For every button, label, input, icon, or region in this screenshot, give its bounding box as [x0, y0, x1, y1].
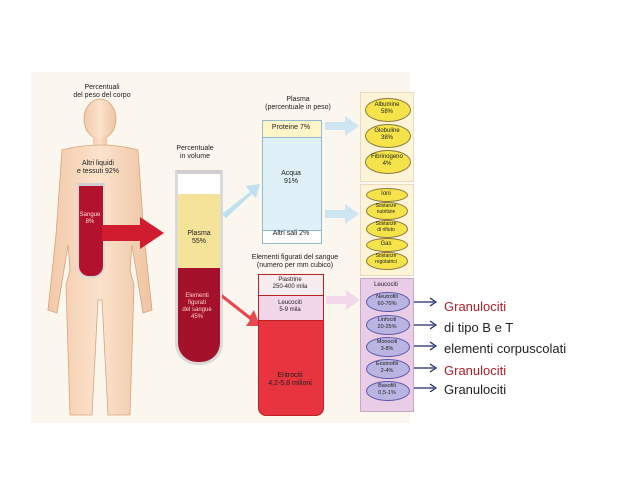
proteins-band [263, 121, 321, 138]
solutes-arrow-icon [325, 204, 359, 224]
proteins-label: Proteine 7% [271, 124, 311, 131]
leukocytes-band [259, 296, 323, 321]
annotation-arrow-icon-5 [414, 383, 438, 392]
platelets-label: Piastrine 250-400 mila [272, 277, 308, 290]
body-blood-tube [77, 183, 105, 278]
plasma-column-title: Plasma (percentuale in peso) [265, 96, 331, 111]
fibrinogeno-label: Fibrinogeno 4% [371, 154, 403, 167]
cells-column-title: Elementi figurati del sangue (numero per… [251, 254, 339, 269]
plasma-arrow-icon [222, 184, 260, 218]
body-panel-title: Percentuali del peso del corpo [73, 84, 131, 99]
leuko-oval-5 [366, 381, 410, 401]
annotation-granulociti-3: Granulociti [444, 382, 507, 397]
tube-plasma-label: Plasma 55% [187, 230, 211, 245]
plasma-column [262, 120, 322, 244]
tube-cells-layer [178, 268, 220, 362]
salts-label: Altri sali 2% [272, 230, 310, 237]
protein-oval-2 [365, 124, 411, 148]
solute-oval-5 [366, 252, 408, 270]
annotation-granulociti-1: Granulociti [444, 299, 507, 314]
leukocytes-label: Leucociti 5-9 mila [278, 300, 302, 313]
regulators-label: Sostanze regolatrici [375, 253, 397, 265]
platelets-band [259, 275, 323, 296]
leuko-oval-1 [366, 292, 410, 312]
annotation-arrow-icon-3 [414, 341, 438, 351]
annotation-arrow-icon-1 [414, 297, 438, 307]
ioni-label: Ioni [381, 191, 391, 197]
annotation-arrows [414, 297, 438, 392]
water-label: Acqua 91% [281, 170, 301, 185]
cells-arrow-icon [222, 294, 260, 326]
linfociti-label: Linfociti 20-25% [377, 317, 397, 330]
human-body-illustration [47, 98, 153, 416]
monociti-label: Monociti 3-8% [376, 339, 398, 352]
neutrofili-label: Neutrofili 60-70% [376, 294, 398, 307]
protein-oval-1 [365, 98, 411, 122]
red-arrow-icon [102, 217, 164, 249]
large-test-tube [175, 170, 223, 365]
proteins-arrow-icon [325, 116, 359, 136]
annotation-arrow-icon-2 [414, 320, 438, 330]
other-tissues-label: Altri liquidi e tessuti 92% [76, 160, 120, 175]
erythrocytes-label: Eritrociti 4,2-5,8 milioni [268, 372, 312, 387]
annotation-corpuscular: elementi corpuscolati [444, 341, 567, 356]
leukocytes-panel-title: Leucociti [374, 282, 398, 288]
tube-elements-label: Elementi figurati del sangue 45% [182, 293, 212, 320]
albumine-label: Albumine 58% [374, 102, 400, 115]
annotation-granulociti-2: Granulociti [444, 363, 507, 378]
globuline-label: Globuline 38% [374, 128, 400, 141]
tube-plasma-layer [178, 194, 220, 268]
annotation-lymphocytes-type: di tipo B e T [444, 320, 514, 335]
leukocytes-arrow-icon [326, 290, 360, 310]
nutritive-label: Sostanze nutritizie [375, 203, 397, 215]
eosinofili-label: Eosinofili 2-4% [375, 361, 398, 374]
leuko-oval-2 [366, 315, 410, 335]
annotation-arrow-icon-4 [414, 363, 438, 373]
basofili-label: Basofili 0,5-1% [378, 383, 396, 396]
tube-title: Percentuale in volume [176, 145, 214, 160]
gas-label: Gas [380, 241, 392, 247]
salts-band [263, 230, 321, 243]
cells-column [258, 274, 324, 416]
waste-label: Sostanze di rifiuto [375, 221, 397, 233]
leuko-oval-3 [366, 337, 410, 357]
blood-percent-label: Sangue 8% [79, 212, 101, 225]
leuko-oval-4 [366, 359, 410, 379]
protein-oval-3 [365, 150, 411, 174]
